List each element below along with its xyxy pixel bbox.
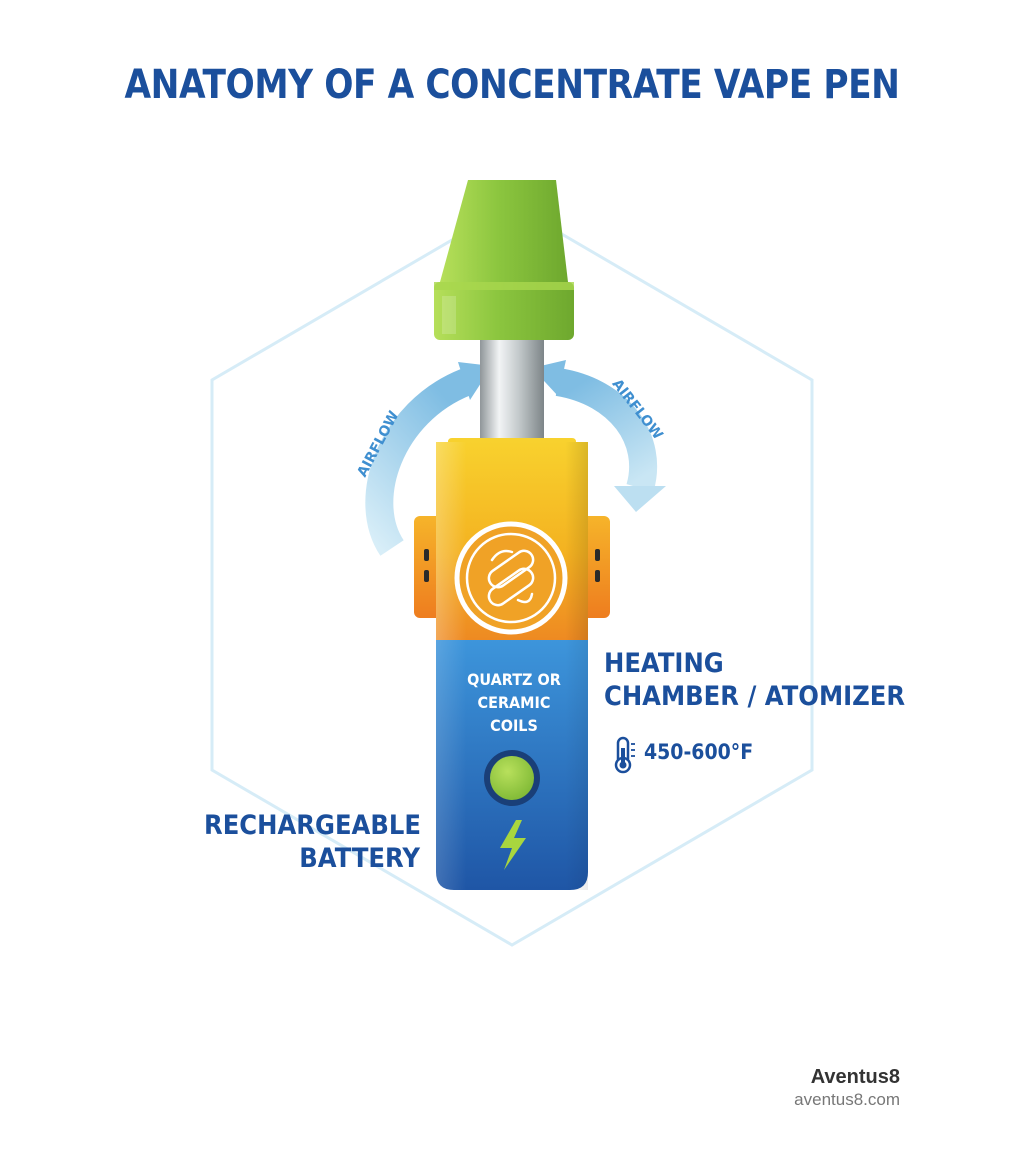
coil-label-line1: QUARTZ OR <box>467 670 561 689</box>
power-button <box>484 750 540 806</box>
heating-label-line2: CHAMBER / ATOMIZER <box>604 680 906 712</box>
brand-url: aventus8.com <box>794 1090 900 1109</box>
brand-name: Aventus8 <box>810 1066 900 1088</box>
metal-tube <box>480 340 544 446</box>
battery-label-line2: BATTERY <box>299 842 420 874</box>
coil-label-line3: COILS <box>490 716 538 736</box>
brand-block: Aventus8 aventus8.com <box>794 1066 900 1110</box>
battery-label: RECHARGEABLE BATTERY <box>204 810 421 876</box>
thermometer-icon <box>614 736 635 774</box>
logo-emblem-icon <box>454 521 568 635</box>
coil-label-line2: CERAMIC <box>477 693 551 713</box>
lightning-bolt-icon <box>500 820 526 870</box>
heating-label-line1: HEATING <box>604 648 724 679</box>
page-title: ANATOMY OF A CONCENTRATE VAPE PEN <box>124 62 900 108</box>
heating-chamber-label: HEATING CHAMBER / ATOMIZER <box>604 648 905 714</box>
background-hexagon <box>210 203 814 947</box>
mouthpiece <box>434 180 574 340</box>
battery-label-line1: RECHARGEABLE <box>204 810 421 841</box>
coil-label: QUARTZ OR CERAMIC COILS <box>447 668 580 738</box>
temperature-label: 450-600°F <box>644 740 754 764</box>
